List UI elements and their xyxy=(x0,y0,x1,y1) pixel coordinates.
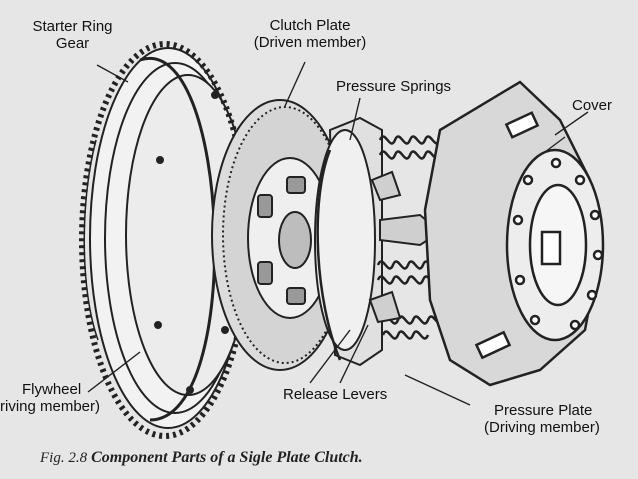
clutch-plate xyxy=(211,99,349,371)
label-pressure-springs: Pressure Springs xyxy=(336,78,452,95)
label-clutch-plate: Clutch Plate (Driven member) xyxy=(253,17,367,51)
figure-caption-text: Component Parts of a Sigle Plate Clutch. xyxy=(91,449,363,466)
pressure-plate xyxy=(314,116,383,367)
label-pressure-plate: Pressure Plate (Driving member) xyxy=(484,402,600,436)
label-starter-ring-gear: Starter Ring Gear xyxy=(32,18,113,52)
flywheel xyxy=(83,47,251,429)
label-cover: Cover xyxy=(572,97,613,114)
release-levers xyxy=(368,170,442,324)
leader-lines xyxy=(87,61,589,406)
figure-caption: Fig. 2.8 Component Parts of a Sigle Plat… xyxy=(40,449,363,467)
label-release-levers: Release Levers xyxy=(283,386,388,403)
figure-number: Fig. 2.8 xyxy=(40,450,88,466)
label-flywheel: Flywheel riving member) xyxy=(0,381,101,415)
cover xyxy=(423,80,605,387)
